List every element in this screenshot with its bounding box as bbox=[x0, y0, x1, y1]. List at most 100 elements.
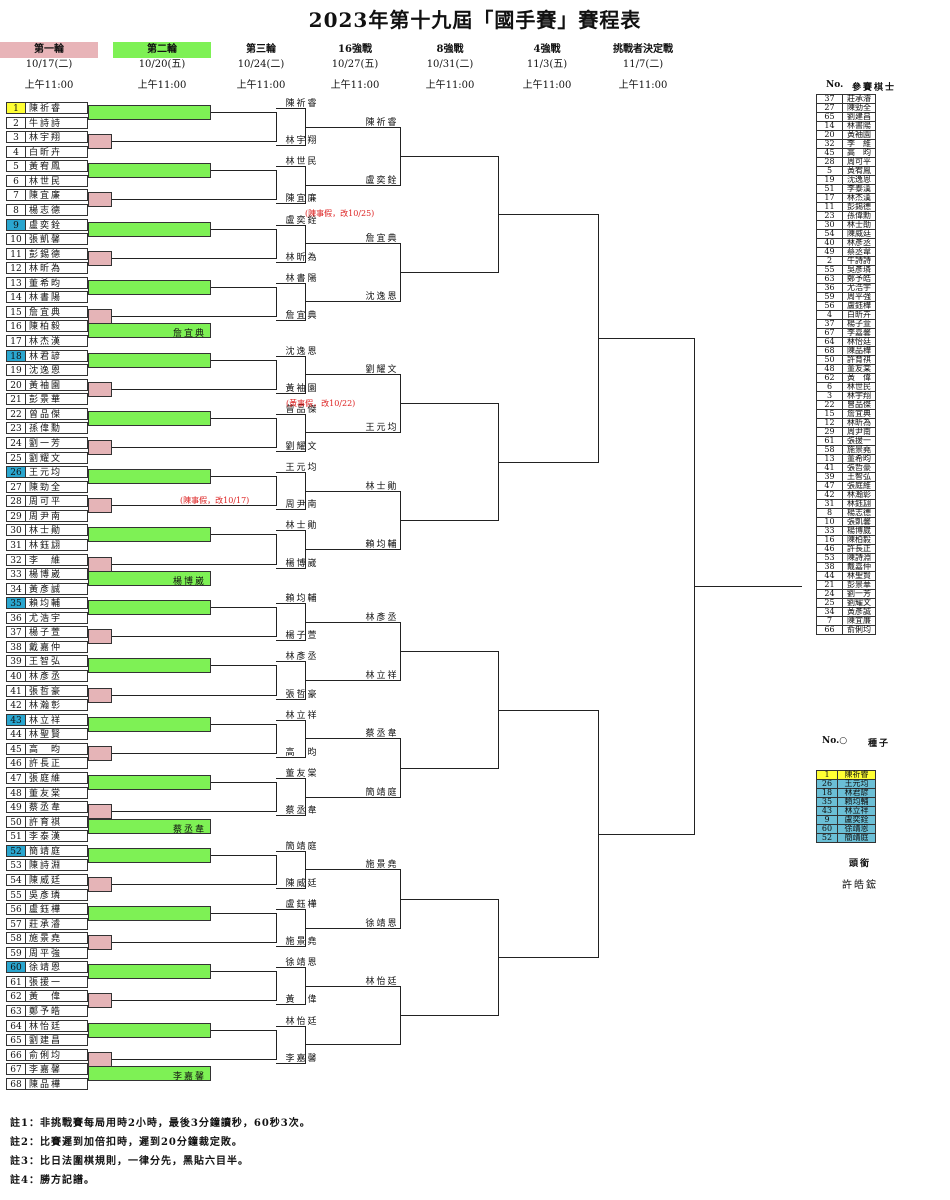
bracket-line bbox=[276, 781, 277, 813]
player-number: 49 bbox=[7, 802, 26, 813]
bracket-line bbox=[276, 661, 306, 663]
bracket-line bbox=[211, 971, 276, 973]
player-number: 28 bbox=[7, 496, 26, 507]
player-name: 陳祈睿 bbox=[29, 104, 63, 114]
round2-winner-name: 李嘉馨 bbox=[172, 1072, 206, 1083]
round3-player: 盧鈺樺 bbox=[285, 900, 319, 911]
player-number: 54 bbox=[7, 874, 26, 886]
bracket-line bbox=[400, 768, 498, 769]
round2-match-box bbox=[88, 600, 211, 616]
bracket-line bbox=[276, 509, 306, 511]
bracket-line bbox=[211, 854, 276, 856]
round16-player: 簡靖庭 bbox=[365, 788, 399, 798]
schedule-change-note: (陳事假，改10/25) bbox=[305, 209, 375, 218]
round1-match-box bbox=[88, 993, 112, 1009]
bracket-line bbox=[276, 607, 277, 638]
bracket-line bbox=[211, 534, 276, 536]
bracket-line bbox=[211, 607, 276, 609]
player-name: 林君諺 bbox=[29, 351, 63, 362]
bracket-line bbox=[276, 815, 306, 817]
bracket-line bbox=[305, 491, 400, 492]
round2-match-box bbox=[88, 774, 211, 790]
bracket-line bbox=[276, 698, 306, 700]
bracket-line bbox=[305, 549, 400, 550]
player-name: 李泰漢 bbox=[29, 832, 63, 843]
bracket-line bbox=[400, 651, 498, 652]
player-number: 18 bbox=[7, 350, 26, 362]
bracket-line bbox=[112, 752, 276, 754]
round-name: 挑戰者決定戰 bbox=[613, 44, 673, 55]
round3-player: 楊博崴 bbox=[285, 558, 319, 569]
player-number: 35 bbox=[7, 598, 26, 609]
round1-match-box bbox=[88, 498, 112, 514]
player-number: 29 bbox=[7, 510, 26, 522]
player-name: 張庭維 bbox=[29, 773, 63, 784]
round2-match-box bbox=[88, 105, 211, 120]
player-number: 31 bbox=[7, 539, 26, 551]
player-name: 董希昀 bbox=[29, 278, 63, 289]
bracket-line bbox=[211, 228, 276, 230]
bracket-line bbox=[276, 417, 277, 448]
round-time: 上午11:00 bbox=[24, 80, 74, 91]
round3-player: 詹宜典 bbox=[285, 310, 319, 321]
round3-player: 董友棠 bbox=[285, 768, 319, 779]
bracket-line bbox=[276, 286, 277, 317]
bracket-line bbox=[305, 680, 400, 681]
round16-player: 劉耀文 bbox=[365, 365, 399, 375]
bracket-line bbox=[276, 723, 277, 754]
bracket-line bbox=[305, 869, 400, 870]
player-number: 57 bbox=[7, 918, 26, 930]
player-name: 林世民 bbox=[29, 176, 63, 187]
player-number: 37 bbox=[7, 627, 26, 638]
player-name: 戴嘉仲 bbox=[29, 642, 63, 653]
player-name: 蔡丞韋 bbox=[29, 803, 63, 814]
player-name: 張哲豪 bbox=[29, 686, 63, 697]
bracket-line bbox=[400, 272, 498, 273]
player-name: 黃宥鳳 bbox=[29, 162, 63, 173]
player-number: 40 bbox=[7, 671, 26, 682]
player-name: 劉耀文 bbox=[29, 453, 63, 464]
round2-match-box bbox=[88, 279, 211, 295]
player-name: 高 昀 bbox=[29, 744, 63, 755]
player-name: 陳宜廉 bbox=[29, 191, 63, 202]
player-number: 36 bbox=[7, 612, 26, 624]
round3-player: 林昕為 bbox=[285, 252, 319, 263]
player-name: 董友棠 bbox=[29, 788, 63, 799]
round2-winner-name: 詹宜典 bbox=[172, 329, 206, 340]
player-number: 41 bbox=[7, 685, 26, 697]
player-number: 30 bbox=[7, 525, 26, 536]
round3-player: 盧奕銓 bbox=[285, 215, 319, 226]
bracket-line bbox=[498, 214, 598, 215]
ranking-name: 俞俐均 bbox=[842, 625, 876, 635]
bracket-line bbox=[276, 909, 306, 911]
bracket-line bbox=[276, 145, 306, 147]
round3-player: 李嘉馨 bbox=[285, 1053, 319, 1064]
round3-player: 林書陽 bbox=[285, 273, 319, 284]
round3-player: 林世民 bbox=[285, 157, 319, 168]
round2-match-box bbox=[88, 527, 211, 543]
round-date: 11/7(二) bbox=[622, 59, 664, 70]
bracket-line bbox=[112, 883, 276, 885]
player-number: 63 bbox=[7, 1006, 26, 1017]
round-date: 10/17(二) bbox=[25, 59, 73, 70]
round-time: 上午11:00 bbox=[618, 80, 668, 91]
player-name: 陳詩淵 bbox=[29, 861, 63, 872]
player-number: 50 bbox=[7, 816, 26, 828]
